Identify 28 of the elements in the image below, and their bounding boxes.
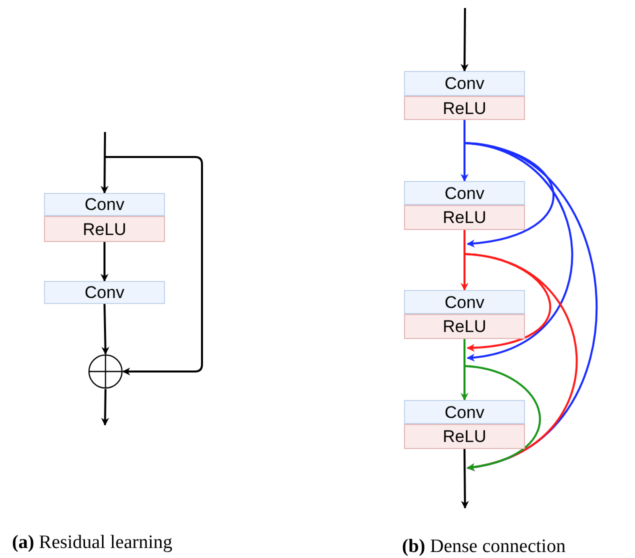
relu-layer-box: ReLU xyxy=(404,424,525,449)
sum-circle xyxy=(88,354,123,389)
arrow xyxy=(464,142,573,361)
arrow xyxy=(464,253,551,352)
arrow xyxy=(460,8,469,72)
conv-layer-box: Conv xyxy=(44,193,165,216)
conv-layer-box: Conv xyxy=(404,400,525,424)
relu-layer-box: ReLU xyxy=(44,216,165,242)
arrow xyxy=(101,304,110,355)
arrow xyxy=(460,230,468,291)
arrow xyxy=(105,156,203,376)
subfigure-caption: (a) Residual learning xyxy=(12,531,172,555)
conv-layer-box: Conv xyxy=(404,181,525,205)
arrow xyxy=(100,132,109,194)
subfigure-caption: (b) Dense connection xyxy=(402,535,566,558)
arrow xyxy=(101,388,110,426)
arrow xyxy=(460,120,468,182)
conv-layer-box: Conv xyxy=(404,290,525,314)
relu-layer-box: ReLU xyxy=(404,314,525,339)
arrow xyxy=(464,365,540,471)
relu-layer-box: ReLU xyxy=(404,96,525,120)
relu-layer-box: ReLU xyxy=(404,205,525,230)
arrow xyxy=(460,448,469,509)
conv-layer-box: Conv xyxy=(404,71,525,96)
arrow xyxy=(464,142,598,470)
arrow xyxy=(460,339,468,401)
conv-layer-box: Conv xyxy=(44,281,165,304)
arrow xyxy=(100,242,108,282)
